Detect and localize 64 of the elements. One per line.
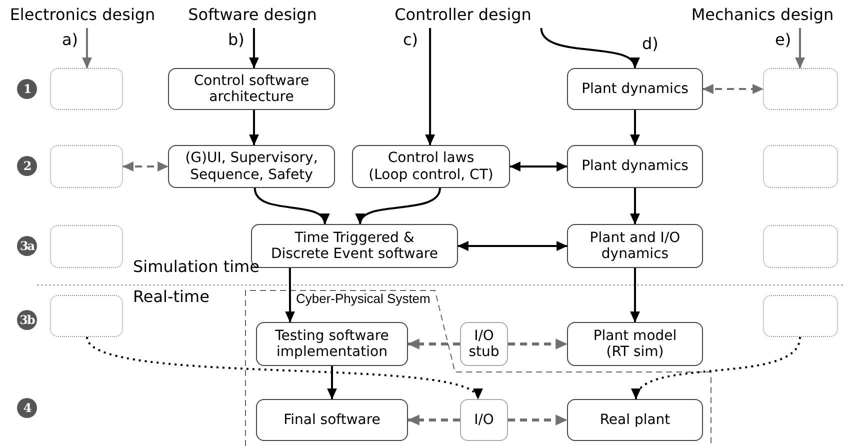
- phase-label: Real-time: [133, 287, 210, 306]
- step-number: 3a: [17, 236, 37, 256]
- node-label: Plant dynamics: [582, 158, 688, 175]
- arrow: [358, 188, 441, 225]
- empty-box: [50, 68, 123, 110]
- arrow: [540, 28, 637, 69]
- arrow: [702, 84, 764, 94]
- step-number: 1: [17, 79, 37, 99]
- arrow: [630, 110, 640, 146]
- arrow: [407, 414, 460, 426]
- arrow: [425, 28, 435, 146]
- heading-text: Controller design: [372, 3, 554, 28]
- node-label: Control laws (Loop control, CT): [368, 150, 494, 183]
- edge-label: b): [228, 30, 244, 49]
- step-number: 3b: [17, 310, 37, 330]
- empty-box: [763, 68, 838, 110]
- arrow: [249, 28, 259, 69]
- heading-text: Mechanics design: [680, 3, 845, 28]
- empty-box: [50, 145, 123, 188]
- arrow: [508, 414, 568, 426]
- edge-label: c): [403, 30, 418, 49]
- empty-box: [763, 225, 838, 268]
- node-label: Plant dynamics: [582, 80, 688, 98]
- io-box: [460, 399, 508, 441]
- node-label: Final software: [284, 412, 380, 428]
- empty-box: [50, 225, 123, 268]
- heading-text: Software design: [180, 3, 325, 28]
- arrow: [82, 28, 92, 69]
- node-label: Plant and I/O dynamics: [588, 230, 682, 262]
- node-label: Time Triggered & Discrete Event software: [270, 230, 439, 262]
- step-number: 4: [17, 398, 37, 418]
- arrow: [509, 162, 568, 172]
- empty-box: [763, 145, 838, 188]
- node-label: Control software architecture: [192, 72, 310, 106]
- arrow: [630, 188, 640, 225]
- arrow: [249, 110, 259, 146]
- arrow: [457, 241, 568, 251]
- empty-box: [763, 295, 838, 337]
- process-box: [567, 145, 703, 188]
- process-box: [168, 68, 335, 110]
- node-label: I/O: [474, 412, 494, 428]
- edge-label: d): [642, 34, 658, 53]
- node-label: (G)UI, Supervisory, Sequence, Safety: [184, 150, 319, 183]
- process-box: [567, 224, 703, 268]
- arrow: [254, 188, 328, 225]
- edge-label: a): [62, 30, 78, 49]
- process-box: [567, 68, 703, 110]
- arrow: [630, 268, 640, 323]
- node-label: Real plant: [600, 412, 670, 428]
- process-box: [352, 145, 510, 188]
- arrow: [508, 338, 568, 350]
- edge-label: e): [775, 30, 792, 49]
- boundary-label: Cyber-Physical System: [296, 292, 430, 307]
- process-box: [256, 399, 408, 441]
- process-box: [168, 145, 335, 188]
- step-number: 2: [17, 156, 37, 176]
- arrow: [122, 162, 169, 172]
- process-box: [567, 399, 703, 441]
- arrow: [795, 28, 805, 69]
- empty-box: [50, 295, 123, 337]
- node-label: I/O stub: [468, 328, 500, 360]
- heading-text: Electronics design: [0, 3, 165, 28]
- phase-label: Simulation time: [133, 257, 260, 276]
- arrow: [285, 268, 295, 323]
